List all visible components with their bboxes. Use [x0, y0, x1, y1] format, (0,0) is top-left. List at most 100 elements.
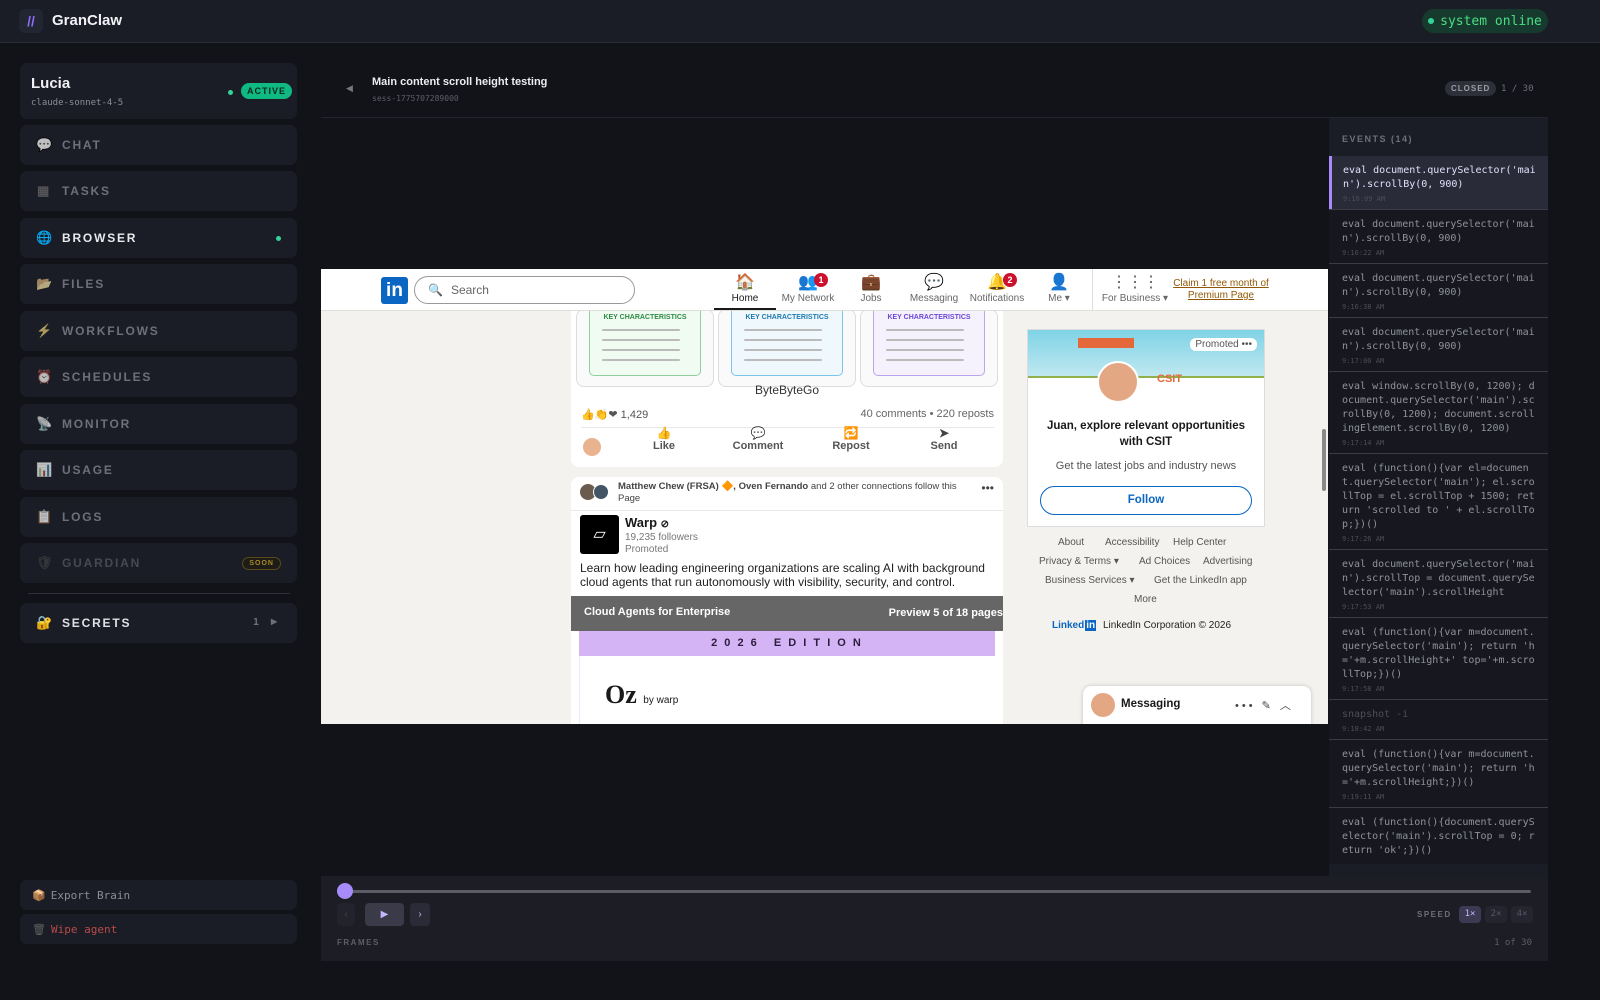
avatar: [1091, 693, 1115, 717]
ad-banner-tag: [1078, 338, 1134, 348]
send-icon: ➤: [938, 426, 950, 440]
speed-label: SPEED: [1417, 910, 1452, 919]
sidebar-item-secrets[interactable]: 🔐 SECRETS 1 ▶: [20, 603, 297, 643]
action-label: Like: [652, 440, 675, 452]
linkedin-nav-for: ⋮⋮⋮ For Business ▾: [1095, 273, 1175, 304]
session-id: sess-1775707289000: [372, 94, 459, 103]
connection-name: Matthew Chew (FRSA) 🔶,: [618, 481, 736, 492]
event-item[interactable]: eval document.querySelector('main').scro…: [1329, 317, 1548, 371]
document-preview-count: Preview 5 of 18 pages: [888, 607, 1003, 619]
events-panel: EVENTS (14) eval document.querySelector(…: [1329, 118, 1548, 876]
wipe-agent-button[interactable]: 🗑 Wipe agent: [20, 914, 297, 944]
action-label: Send: [930, 440, 958, 452]
diagram-card: KEY CHARACTERISTICS: [718, 309, 856, 387]
search-icon: 🔍: [428, 283, 443, 297]
avatar: [1097, 361, 1139, 403]
soon-badge: SOON: [242, 557, 281, 570]
frame-position: 1 / 30: [1501, 84, 1534, 94]
sidebar-item-workflows[interactable]: ⚡WORKFLOWS: [20, 311, 297, 351]
sidebar-item-schedules[interactable]: ⏰ SCHEDULES: [20, 357, 297, 397]
sidebar-item-label: USAGE: [62, 463, 114, 477]
event-command: eval document.querySelector('main').scro…: [1342, 559, 1535, 598]
prev-frame-button[interactable]: ‹: [337, 903, 355, 926]
promoted-badge: Promoted •••: [1190, 338, 1257, 351]
nav-label: My Network: [781, 293, 835, 304]
company-name-text: Warp: [625, 515, 658, 530]
event-command: eval document.querySelector('main').scro…: [1342, 273, 1535, 298]
monitor-icon: 📡: [36, 416, 54, 431]
timeline-handle[interactable]: [337, 883, 353, 899]
event-item[interactable]: snapshot -i 9:18:42 AM: [1329, 699, 1548, 739]
copyright: LinkedIn Corporation © 2026: [1103, 620, 1232, 631]
speed-button[interactable]: 4×: [1511, 906, 1533, 923]
like-action: 👍Like: [624, 426, 704, 452]
document-page: [579, 656, 995, 724]
package-icon: 📦: [32, 888, 46, 902]
export-brain-button[interactable]: 📦Export Brain: [20, 880, 297, 910]
sidebar-item-logs[interactable]: 📋LOGS: [20, 497, 297, 537]
event-item[interactable]: eval window.scrollBy(0, 1200); document.…: [1329, 371, 1548, 453]
sidebar-item-chat[interactable]: 💬CHAT: [20, 125, 297, 165]
post-divider: [571, 510, 1003, 511]
system-status-text: system online: [1440, 13, 1542, 29]
agent-model: claude-sonnet-4-5: [31, 98, 124, 108]
linkedin-in-icon: in: [1085, 620, 1097, 631]
company-name: Warp ⊘: [625, 515, 669, 530]
back-icon[interactable]: ◀: [346, 83, 353, 93]
sidebar-item-label: SCHEDULES: [62, 370, 153, 384]
speed-button[interactable]: 1×: [1459, 906, 1481, 923]
event-item[interactable]: eval (function(){var m=document.querySel…: [1329, 739, 1548, 807]
event-item[interactable]: eval (function(){document.querySelector(…: [1329, 807, 1548, 864]
oz-byline: by warp: [643, 695, 679, 706]
footer-link: Advertising: [1203, 556, 1253, 567]
event-item[interactable]: eval document.querySelector('main').scro…: [1329, 156, 1548, 209]
sidebar-item-label: MONITOR: [62, 417, 132, 431]
nav-icon: ⋮⋮⋮: [1111, 274, 1159, 291]
promoted-label: Promoted: [625, 544, 669, 555]
csit-logo: CSIT: [1157, 373, 1183, 385]
promoted-ad-card: Promoted ••• CSIT Juan, explore relevant…: [1027, 329, 1265, 527]
tasks-icon: ▦: [36, 183, 52, 198]
nav-label: Notifications: [969, 293, 1025, 304]
sidebar-item-browser[interactable]: 🌐BROWSER: [20, 218, 297, 258]
workflows-icon: ⚡: [36, 323, 54, 338]
sidebar-item-tasks[interactable]: ▦TASKS: [20, 171, 297, 211]
sidebar-item-files[interactable]: 📂FILES: [20, 264, 297, 304]
event-item[interactable]: eval document.querySelector('main').scro…: [1329, 209, 1548, 263]
event-item[interactable]: eval document.querySelector('main').scro…: [1329, 549, 1548, 617]
post-divider: [581, 427, 994, 428]
footer-link: Help Center: [1173, 537, 1227, 548]
event-item[interactable]: eval (function(){var m=document.querySel…: [1329, 617, 1548, 699]
nav-label: Home: [731, 293, 759, 304]
session-state-badge: CLOSED: [1445, 81, 1497, 96]
sidebar-item-usage[interactable]: 📊 USAGE: [20, 450, 297, 490]
events-header: EVENTS (14): [1342, 134, 1414, 144]
usage-icon: 📊: [36, 462, 54, 477]
card-heading: KEY CHARACTERISTICS: [745, 314, 829, 321]
wipe-label: Wipe agent: [50, 922, 118, 936]
event-item[interactable]: eval document.querySelector('main').scro…: [1329, 263, 1548, 317]
nav-label: For Business ▾: [1101, 293, 1169, 304]
sidebar-item-monitor[interactable]: 📡 MONITOR: [20, 404, 297, 444]
premium-link: Claim 1 free month of Premium Page: [1173, 278, 1269, 301]
nav-label: Me ▾: [1048, 293, 1070, 304]
schedules-icon: ⏰: [36, 369, 54, 384]
event-command: snapshot -i: [1342, 709, 1409, 720]
next-frame-button[interactable]: ›: [410, 903, 430, 926]
trash-icon: 🗑: [32, 922, 46, 936]
wordmark-text: Linked: [1052, 620, 1085, 631]
event-time: 9:18:42 AM: [1342, 725, 1385, 733]
logs-icon: 📋: [36, 509, 54, 524]
agent-card[interactable]: Lucia claude-sonnet-4-5 ACTIVE: [20, 63, 297, 119]
timeline-track[interactable]: [345, 890, 1531, 893]
speed-button[interactable]: 2×: [1485, 906, 1507, 923]
event-time: 9:17:58 AM: [1342, 685, 1385, 693]
post-bytebytego: KEY CHARACTERISTICS KEY CHARACTERISTICS …: [571, 299, 1003, 467]
event-item[interactable]: eval (function(){var el=document.querySe…: [1329, 453, 1548, 549]
reaction-number: 1,429: [620, 409, 649, 421]
nav-icon: 💼: [861, 274, 881, 291]
play-button[interactable]: ▶: [365, 903, 404, 926]
